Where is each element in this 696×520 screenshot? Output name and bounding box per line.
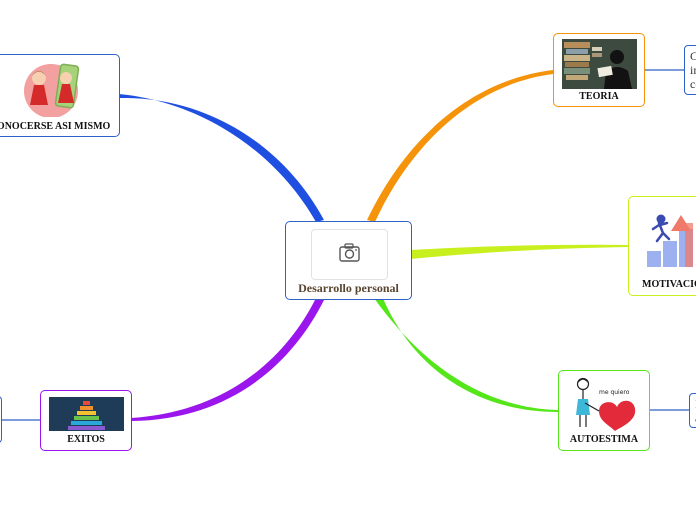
node-autoestima[interactable]: me quiero AUTOESTIMA: [558, 370, 650, 451]
node-motivacion-label: MOTIVACION: [642, 279, 696, 290]
subnode-teoria[interactable]: C in co: [684, 45, 696, 95]
subnode-teoria-line: C: [690, 49, 696, 63]
node-teoria-label: TEORIA: [579, 91, 619, 102]
camera-icon[interactable]: [311, 229, 388, 280]
branch-line-autoestima: [374, 296, 558, 412]
branch-line-conocerse: [119, 94, 324, 222]
node-exitos-label: EXITOS: [67, 434, 105, 445]
subnode-teoria-line: co: [690, 77, 696, 91]
branch-line-motivacion: [411, 244, 629, 259]
branch-line-teoria: [367, 70, 553, 222]
central-topic-label: Desarrollo personal: [298, 281, 399, 295]
mirror-girls-icon: [21, 61, 85, 117]
pyramid-steps-icon: [49, 397, 124, 431]
node-motivacion[interactable]: MOTIVACION: [628, 196, 696, 296]
node-teoria[interactable]: TEORIA: [553, 33, 645, 107]
node-conocerse-label: CONOCERSE ASI MISMO: [0, 121, 111, 132]
stairs-climber-icon: [643, 209, 696, 269]
branch-line-exitos: [131, 298, 324, 421]
node-exitos[interactable]: EXITOS: [40, 390, 132, 451]
central-topic-node[interactable]: Desarrollo personal: [285, 221, 412, 300]
reading-person-books-icon: [562, 39, 637, 89]
subnode-teoria-line: in: [690, 63, 696, 77]
subnode-autoestima[interactable]: I a: [689, 393, 696, 428]
girl-heart-icon: me quiero: [569, 375, 641, 431]
subnode-exitos[interactable]: [0, 396, 2, 443]
autoestima-caption: me quiero: [599, 389, 630, 396]
node-conocerse[interactable]: CONOCERSE ASI MISMO: [0, 54, 120, 137]
node-autoestima-label: AUTOESTIMA: [569, 434, 639, 445]
